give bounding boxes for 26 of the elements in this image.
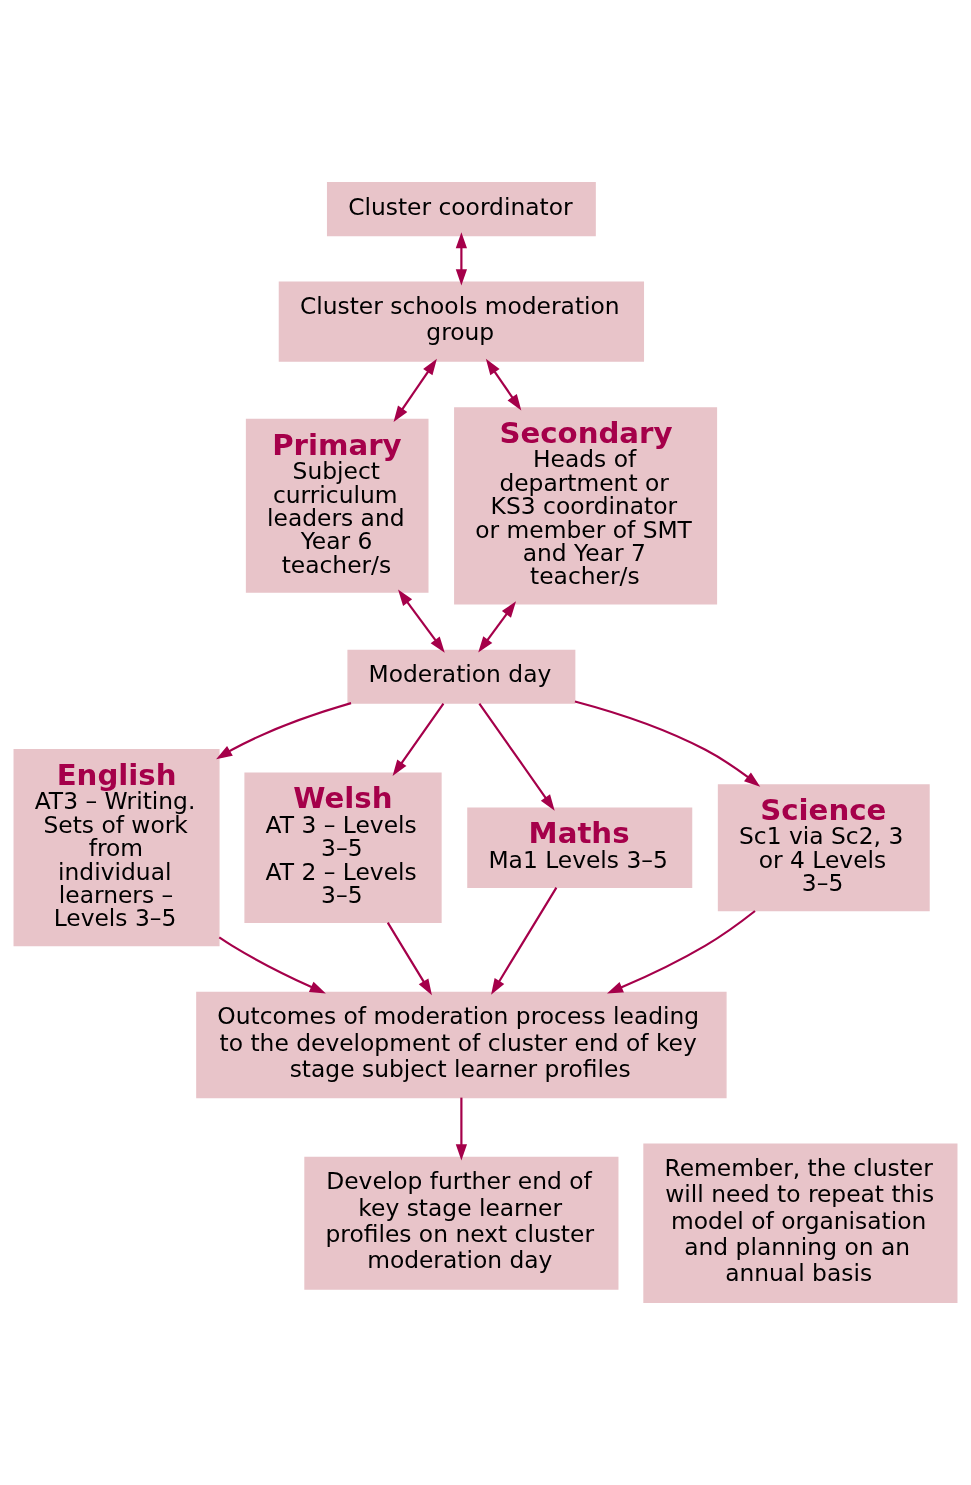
- arrow: [386, 922, 432, 996]
- arrow: [606, 910, 756, 994]
- node-box: Secondary Heads of department or KS3 coordinator or member of SMT and Year 7 teacher/s: [454, 407, 718, 605]
- node-box: Maths Ma1 Levels 3–5: [467, 807, 693, 888]
- arrow: [485, 358, 522, 411]
- node-box: Cluster coordinator: [326, 182, 596, 237]
- arrow: [218, 936, 326, 994]
- node-box: Moderation day: [347, 649, 576, 704]
- arrow: [393, 358, 437, 423]
- arrow: [398, 589, 445, 653]
- arrow: [478, 703, 555, 811]
- arrow: [392, 703, 445, 776]
- arrow: [491, 887, 558, 995]
- node-box: Outcomes of moderation process leading to the development of cluster end of key stage subject learner profiles: [196, 991, 727, 1099]
- arrow: [478, 601, 517, 653]
- node-box: Science Sc1 via Sc2, 3 or 4 Levels 3–5: [717, 784, 930, 912]
- node-box: Primary Subject curriculum leaders and Year 6 teacher/s: [245, 418, 429, 593]
- arrow: [455, 232, 468, 286]
- node-box: Welsh AT 3 – Levels 3–5 AT 2 – Levels 3–5: [244, 772, 442, 923]
- node-box: English AT3 – Writing. Sets of work from individual learners – Levels 3–5: [13, 749, 220, 947]
- arrow: [455, 1097, 468, 1161]
- node-box: Develop further end of key stage learner profiles on next cluster moderation day: [304, 1156, 619, 1290]
- node-box: Remember, the cluster will need to repeat this model of organisation and planning on an annual basis: [643, 1143, 958, 1303]
- node-box: Cluster schools moderation group: [278, 281, 645, 362]
- arrow: [574, 700, 761, 787]
- arrow: [216, 702, 352, 760]
